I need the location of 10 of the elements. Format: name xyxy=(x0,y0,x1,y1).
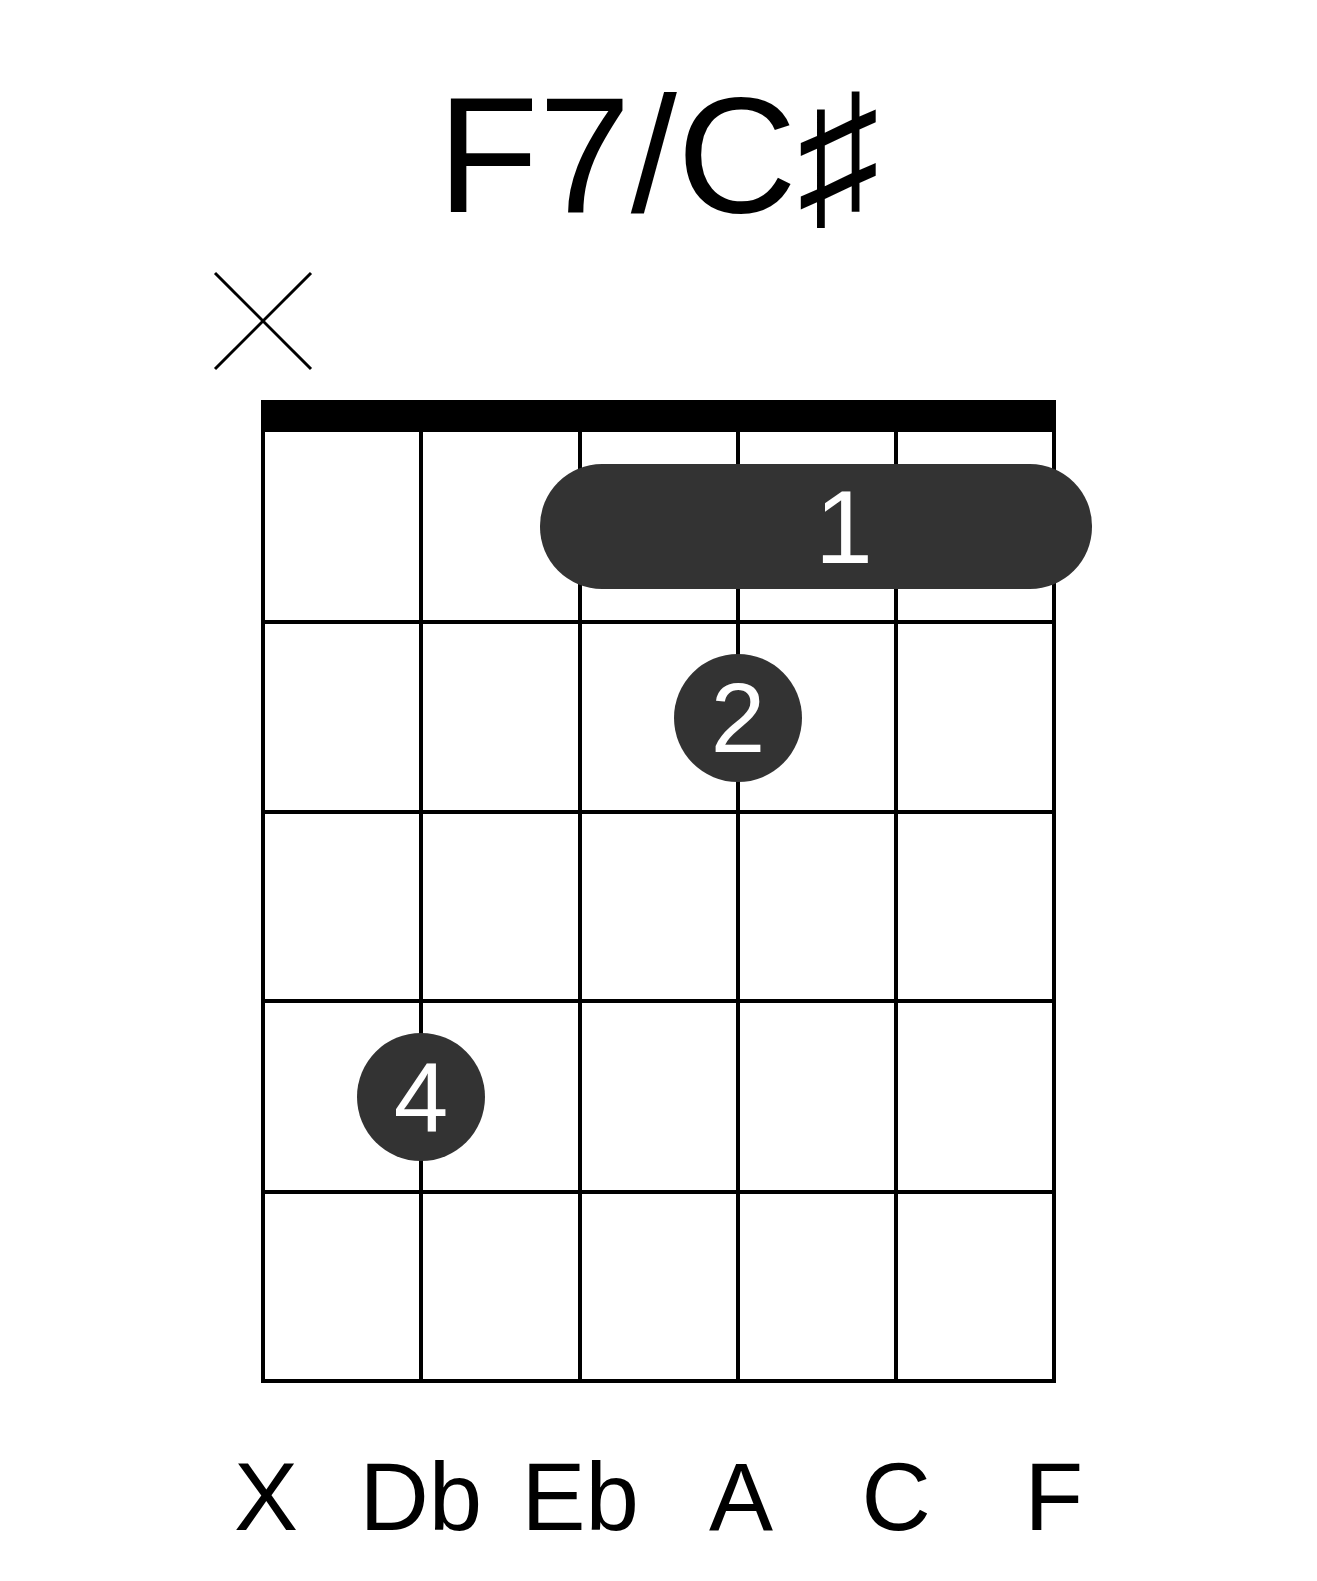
finger-dot: 2 xyxy=(674,654,802,782)
string-note-label: F xyxy=(1024,1442,1084,1552)
string-note-label: X xyxy=(234,1442,299,1552)
string-note-label: Db xyxy=(359,1442,483,1552)
barre-bar: 1 xyxy=(540,464,1092,589)
chord-title: F7/C♯ xyxy=(437,61,880,249)
string-note-label: A xyxy=(709,1442,774,1552)
string-note-label: C xyxy=(861,1442,931,1552)
string-note-label: Eb xyxy=(521,1442,639,1552)
finger-dot: 4 xyxy=(357,1033,485,1161)
